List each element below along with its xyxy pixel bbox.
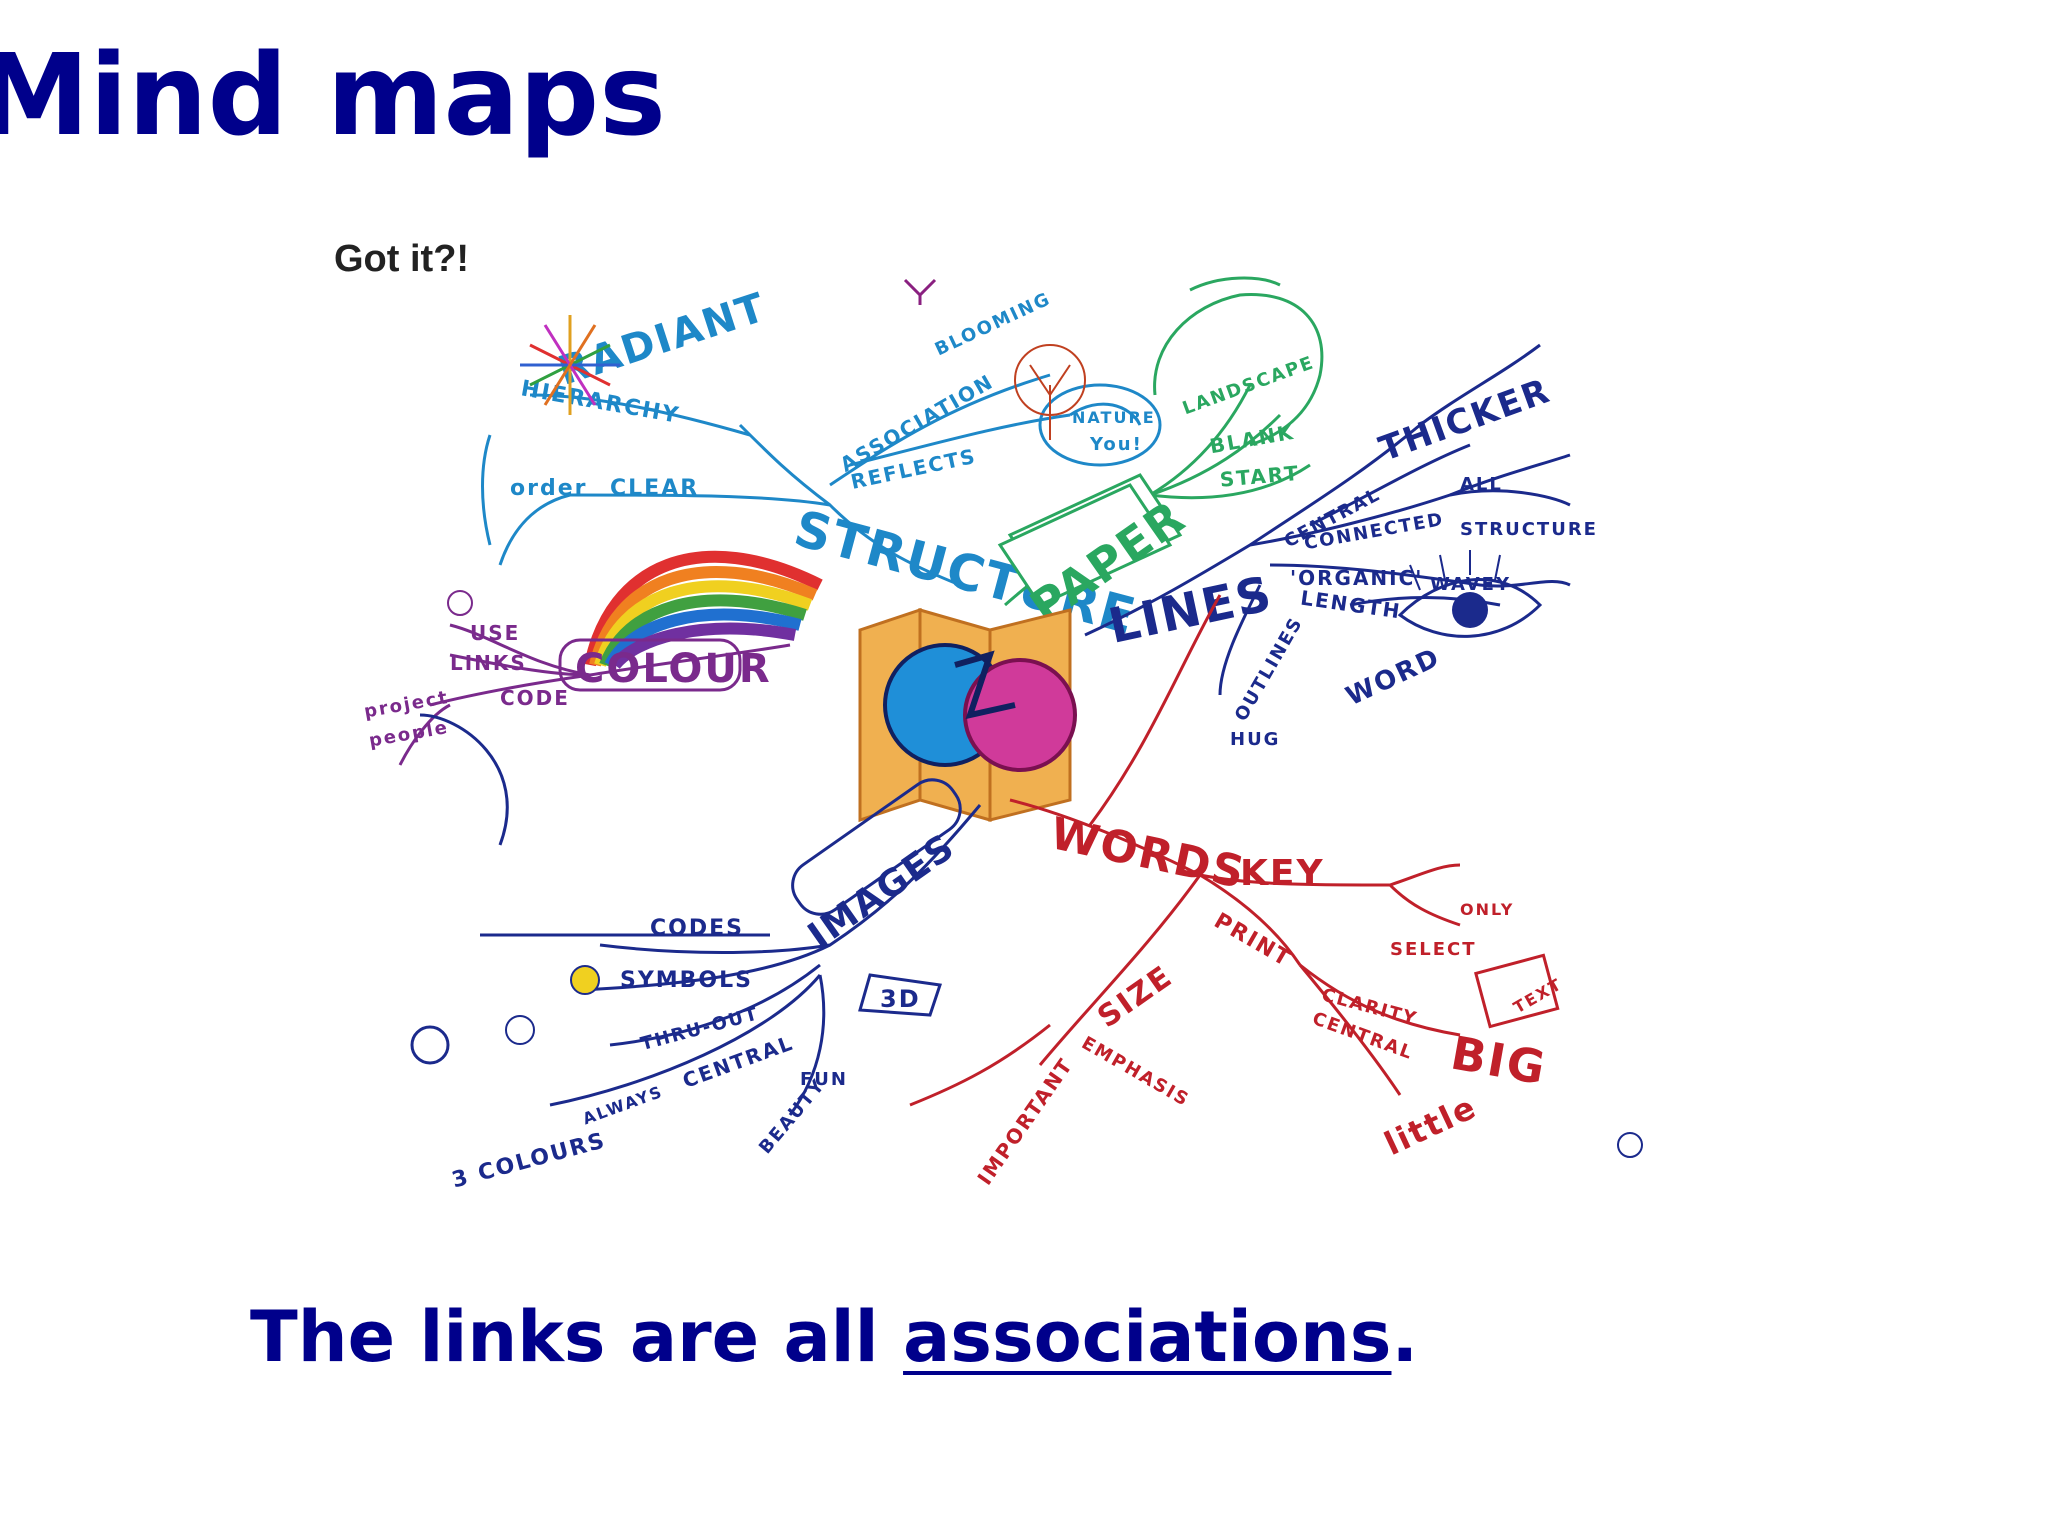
bird-icon bbox=[903, 278, 937, 305]
paper-stack-icon bbox=[997, 473, 1183, 607]
footer-text: The links are all bbox=[250, 1296, 904, 1378]
sub-label: LANDSCAPE bbox=[1180, 352, 1318, 419]
footer-period: . bbox=[1391, 1296, 1419, 1378]
branch-words bbox=[909, 594, 1461, 1107]
sub-label: SYMBOLS bbox=[620, 968, 753, 993]
sub-label: HIERARCHY bbox=[519, 376, 682, 429]
sub-label: CLEAR bbox=[610, 476, 699, 501]
sub-label: WAVEY bbox=[1430, 574, 1511, 595]
eye-pupil-icon bbox=[1452, 592, 1488, 628]
sub-label: ALWAYS bbox=[580, 1082, 666, 1129]
sub-label: ALL bbox=[1460, 474, 1503, 495]
associations-link[interactable]: associations bbox=[903, 1296, 1392, 1378]
sub-label: little bbox=[1379, 1088, 1483, 1164]
branch-label-words: WORDS bbox=[1046, 808, 1250, 899]
starburst-icon bbox=[520, 315, 620, 415]
tree-icon bbox=[1014, 344, 1086, 440]
sub-label: ONLY bbox=[1460, 900, 1514, 919]
branch-colour bbox=[398, 623, 791, 766]
sub-label: EMPHASIS bbox=[1078, 1032, 1193, 1111]
sub-label: THICKER bbox=[1374, 371, 1556, 470]
got-it-caption: Got it?! bbox=[334, 238, 470, 280]
sub-label: 'ORGANIC' bbox=[1290, 566, 1423, 590]
lightbulb-icon bbox=[570, 965, 600, 995]
slide-title: Mind maps bbox=[0, 31, 666, 161]
sub-label: CODES bbox=[650, 916, 744, 941]
sub-label: 3D bbox=[880, 985, 921, 1013]
branch-images bbox=[419, 713, 982, 1116]
smiley-icon bbox=[447, 590, 473, 616]
sub-label: START bbox=[1219, 461, 1301, 492]
branch-label-colour: COLOUR bbox=[575, 646, 772, 692]
sub-label: HUG bbox=[1230, 729, 1280, 750]
smiley-icon bbox=[505, 1015, 535, 1045]
sub-label: SELECT bbox=[1390, 939, 1477, 960]
sub-label: STRUCTURE bbox=[1460, 519, 1598, 540]
book-icon bbox=[1474, 953, 1560, 1029]
branch-label-images: IMAGES bbox=[801, 826, 963, 957]
sub-label: OUTLINES bbox=[1231, 613, 1308, 725]
sub-label: WORD bbox=[1342, 643, 1446, 713]
footer-statement: The links are all associations. bbox=[250, 1296, 1418, 1378]
sub-label: FUN bbox=[800, 1069, 848, 1090]
eyelash-icon bbox=[1409, 550, 1501, 591]
signature-icon bbox=[1617, 1132, 1643, 1158]
branch-structure bbox=[481, 373, 1162, 587]
sub-label: BLANK bbox=[1208, 420, 1297, 459]
sub-label: NATURE bbox=[1072, 408, 1156, 427]
sub-label: SIZE bbox=[1091, 959, 1179, 1035]
sub-label: USE bbox=[470, 621, 520, 645]
sub-label: 3 COLOURS bbox=[449, 1128, 608, 1193]
mind-map-illustration: STRUCTURE HIERARCHY RADIANT CLEAR order … bbox=[350, 245, 1750, 1225]
center-map-icon bbox=[858, 607, 1077, 823]
sub-label: TEXT bbox=[1510, 974, 1565, 1017]
sub-label: LINKS bbox=[450, 651, 527, 675]
sub-label: BLOOMING bbox=[932, 288, 1055, 360]
sub-label: LENGTH bbox=[1299, 586, 1403, 624]
sub-label: IMPORTANT bbox=[972, 1053, 1077, 1189]
sub-label: You! bbox=[1089, 434, 1143, 455]
sub-label: CODE bbox=[500, 686, 570, 710]
medal-icon bbox=[410, 1025, 450, 1065]
sub-label: BIG bbox=[1447, 1026, 1551, 1096]
eye-icon bbox=[1397, 578, 1543, 638]
sub-label: KEY bbox=[1240, 853, 1325, 894]
sub-label: order bbox=[510, 476, 587, 501]
